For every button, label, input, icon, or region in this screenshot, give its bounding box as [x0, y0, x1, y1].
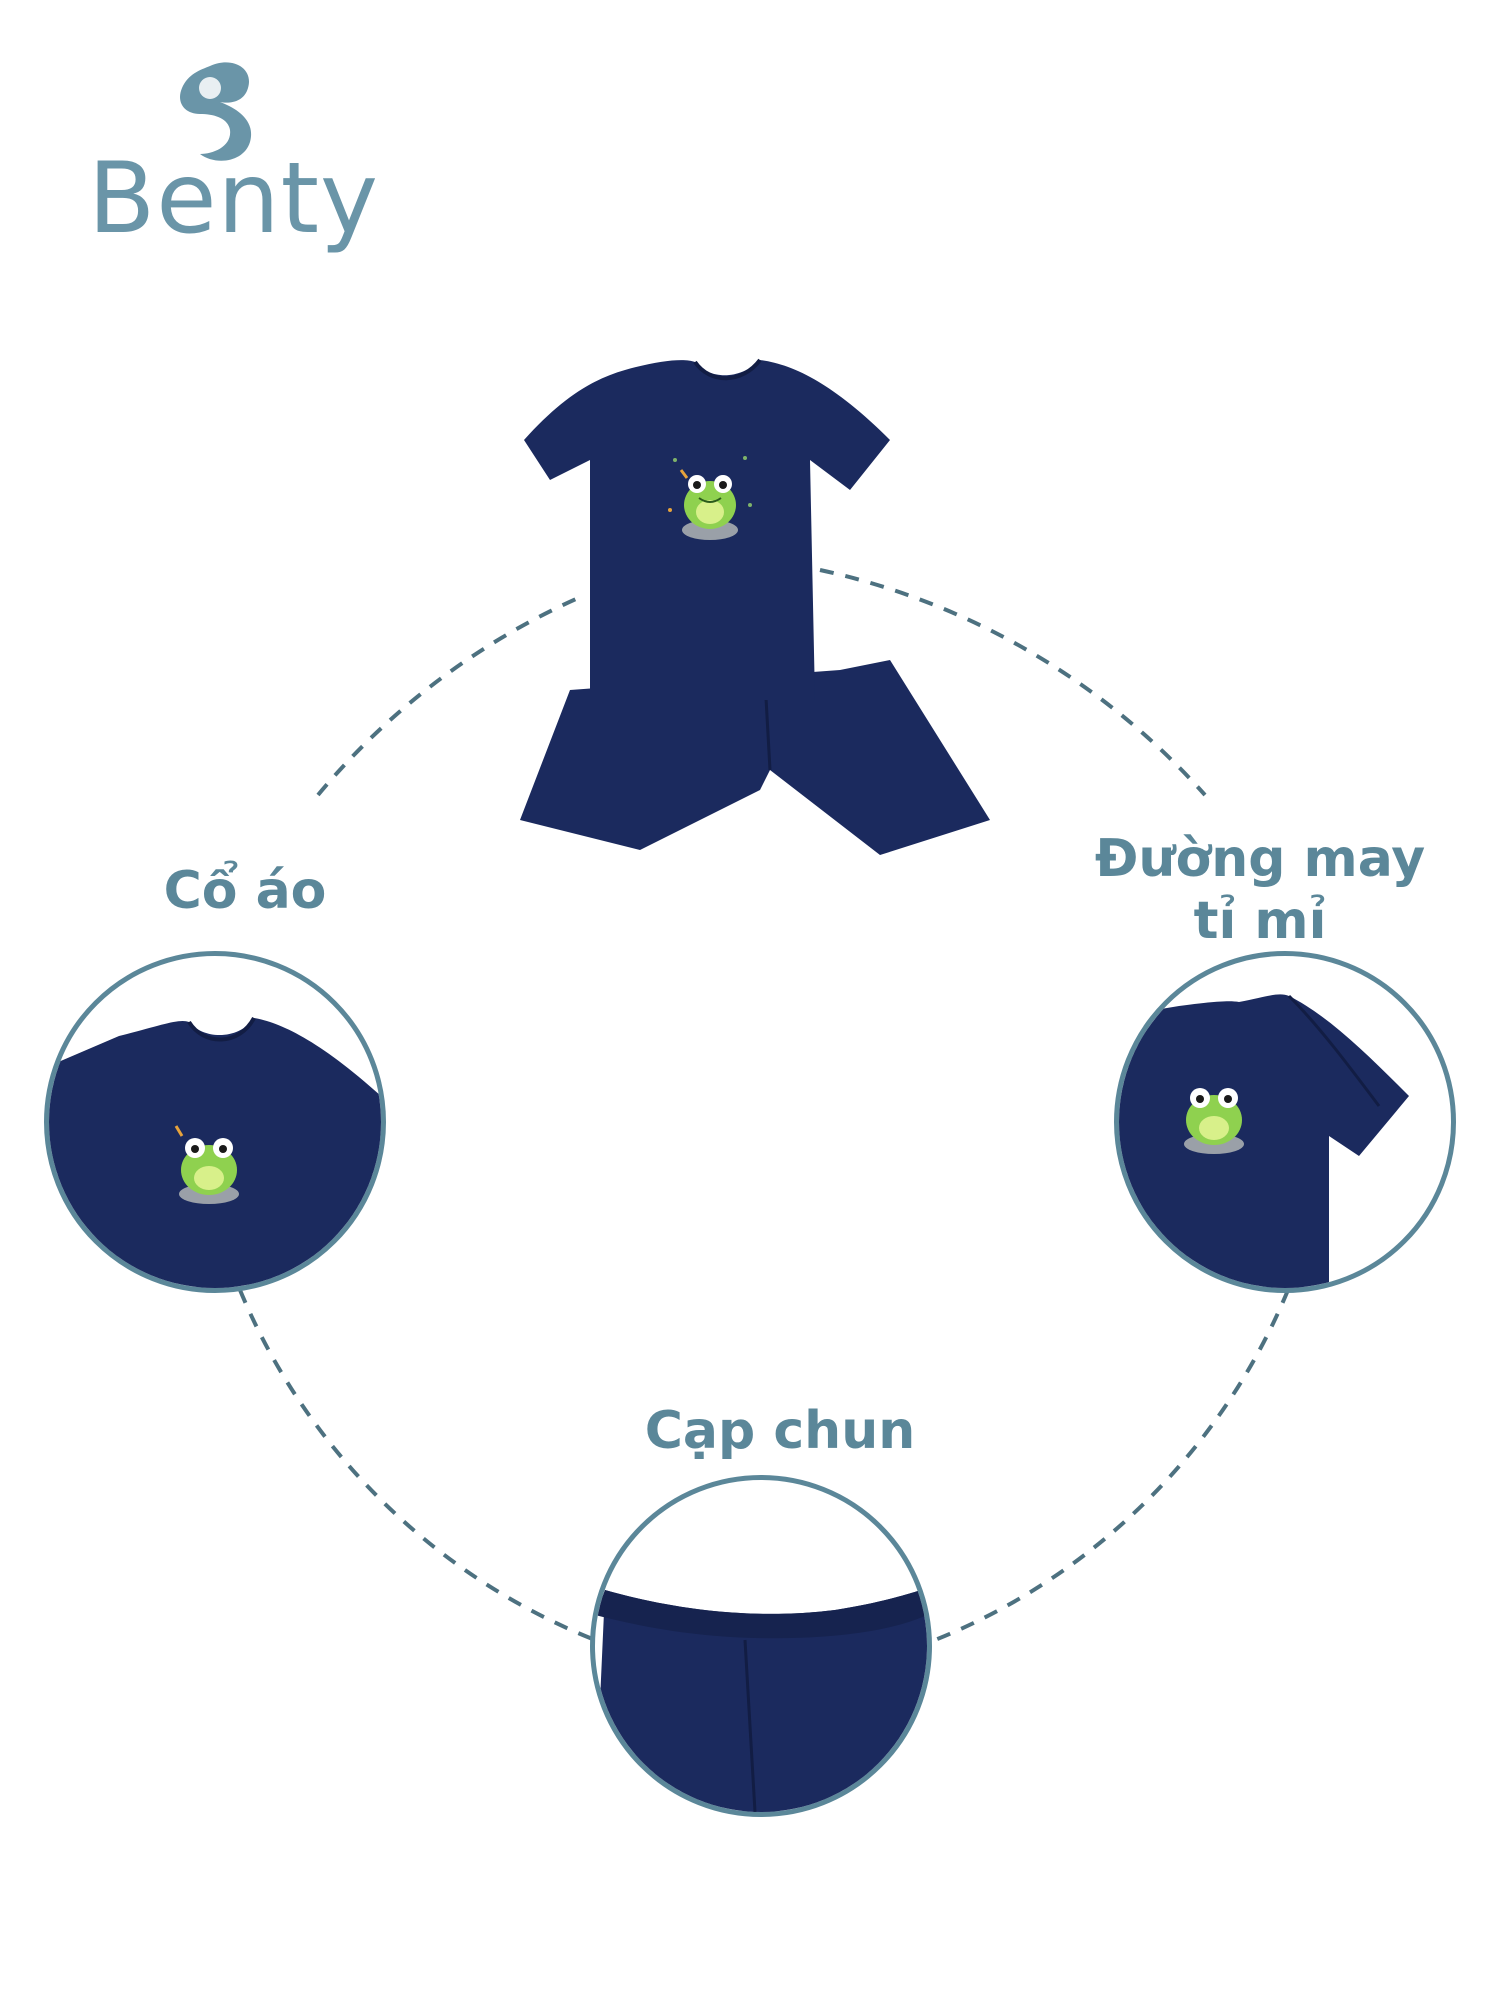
- zoom-circle-collar: [44, 951, 386, 1293]
- feature-label-seam-line2: tỉ mỉ: [1193, 891, 1327, 951]
- feature-label-seam: Đường may tỉ mỉ: [1060, 828, 1460, 952]
- butterfly-b-logo-icon: [180, 62, 252, 161]
- feature-label-seam-line1: Đường may: [1094, 829, 1426, 889]
- product-image-tshirt-shorts: [520, 358, 990, 855]
- frog-print-icon: [665, 450, 755, 550]
- zoom-circle-seam: [1114, 951, 1456, 1293]
- zoom-circle-waistband: [590, 1475, 932, 1817]
- brand-logo-text: Benty: [88, 142, 380, 256]
- feature-label-waistband: Cạp chun: [644, 1401, 916, 1461]
- feature-label-collar: Cổ áo: [163, 861, 327, 921]
